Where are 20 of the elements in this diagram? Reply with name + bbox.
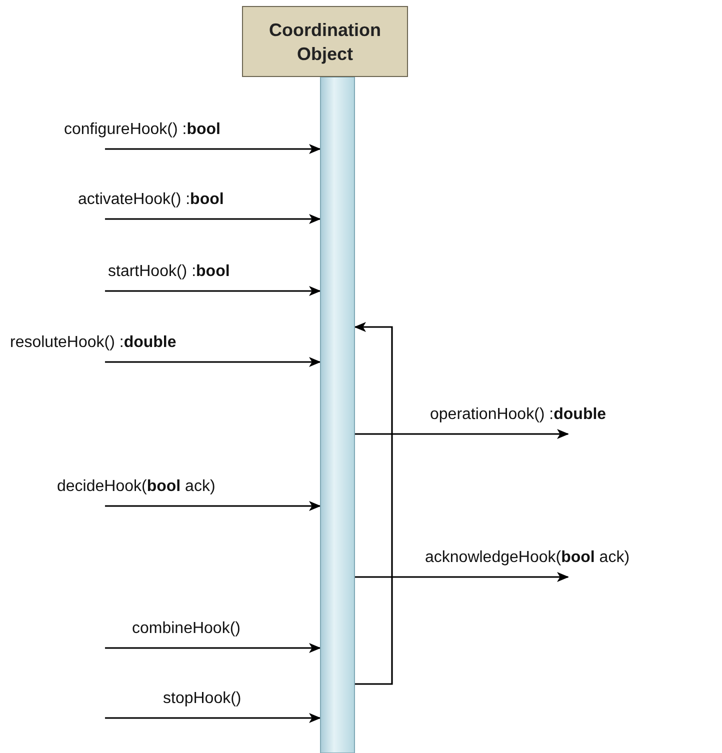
message-arrow <box>105 501 321 511</box>
message-label: activateHook() :bool <box>78 190 224 210</box>
message-arrow <box>355 572 569 582</box>
message-arrow <box>105 713 321 723</box>
object-header: Coordination Object <box>242 6 408 77</box>
message-label: stopHook() <box>163 689 242 709</box>
message-label: operationHook() :double <box>430 405 606 425</box>
message-arrow <box>105 144 321 154</box>
message-label: acknowledgeHook(bool ack) <box>425 548 630 568</box>
message-label: startHook() :bool <box>108 262 230 282</box>
message-label: decideHook(bool ack) <box>57 477 216 497</box>
message-arrow <box>355 429 569 439</box>
message-arrow <box>105 357 321 367</box>
message-label: combineHook() <box>132 619 240 639</box>
message-label: configureHook() :bool <box>64 120 220 140</box>
self-call-arrow <box>354 322 393 685</box>
message-label: resoluteHook() :double <box>10 333 176 353</box>
message-arrow <box>105 214 321 224</box>
message-arrow <box>105 286 321 296</box>
message-arrow <box>105 643 321 653</box>
